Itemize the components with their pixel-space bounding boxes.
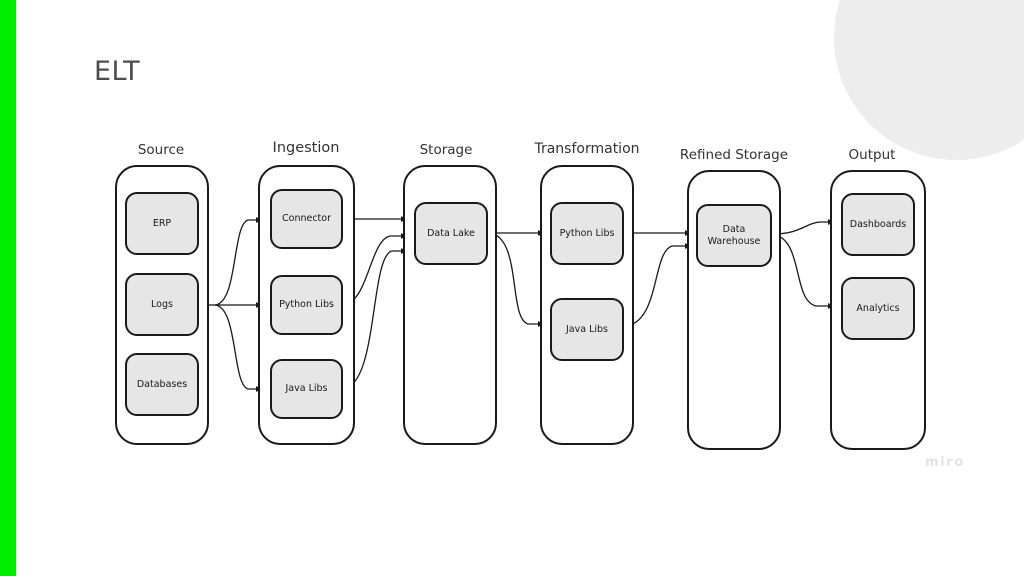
node-ingestion-java-libs[interactable]: Java Libs [270, 359, 343, 419]
column-header-output: Output [848, 147, 896, 163]
edge-data-lake-to-java-libs [488, 232, 545, 327]
column-header-ingestion: Ingestion [272, 140, 340, 156]
column-header-refined-storage: Refined Storage [679, 147, 789, 163]
edge-warehouse-to-analytics [772, 233, 835, 309]
node-logs[interactable]: Logs [125, 273, 199, 336]
page-title: ELT [94, 56, 141, 87]
node-erp[interactable]: ERP [125, 192, 199, 255]
column-header-source: Source [137, 142, 185, 158]
edge-source-to-ingest-java [214, 304, 263, 392]
edge-java-libs-to-warehouse [624, 243, 692, 327]
node-databases[interactable]: Databases [125, 353, 199, 416]
edge-source-to-connector [214, 217, 263, 306]
column-header-storage: Storage [419, 142, 473, 158]
accent-bar [0, 0, 16, 576]
column-header-transformation: Transformation [534, 141, 640, 157]
node-transformation-python-libs[interactable]: Python Libs [550, 202, 624, 265]
node-analytics[interactable]: Analytics [841, 277, 915, 340]
node-dashboards[interactable]: Dashboards [841, 193, 915, 256]
node-connector[interactable]: Connector [270, 189, 343, 249]
node-ingestion-python-libs[interactable]: Python Libs [270, 275, 343, 335]
node-data-warehouse[interactable]: Data Warehouse [696, 204, 772, 267]
edge-warehouse-to-dashboards [772, 219, 835, 235]
miro-watermark: miro [925, 455, 965, 470]
node-transformation-java-libs[interactable]: Java Libs [550, 298, 624, 361]
edge-ingest-java-to-data-lake [343, 248, 408, 389]
node-data-lake[interactable]: Data Lake [414, 202, 488, 265]
